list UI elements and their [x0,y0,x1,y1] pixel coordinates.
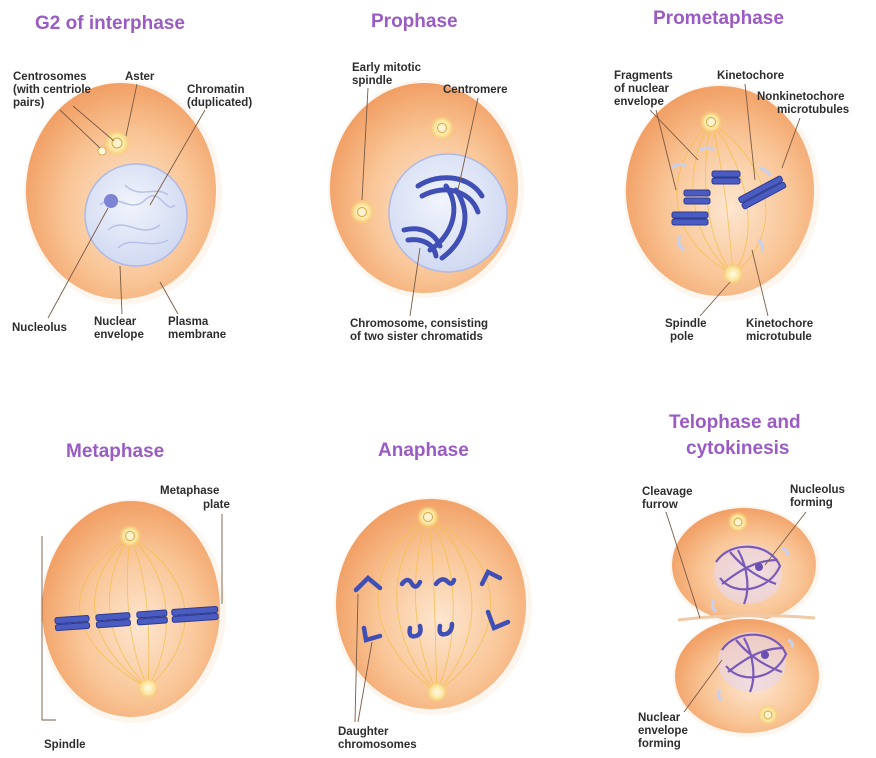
metaphase-cell [40,499,226,723]
nucleolus [755,563,763,571]
centrosome-centriole [734,518,742,526]
reforming-nucleus-lower [718,632,786,692]
label-cleavage-furrow: furrow [642,499,678,511]
label-nonkinetochore: microtubules [777,104,849,116]
label-spindle: Spindle [44,739,86,751]
chromosome [672,219,708,225]
prophase-title: Prophase [371,11,458,32]
panel-g2: G2 of interphase Centrosomes (with centr… [12,13,252,341]
label-chromatin: (duplicated) [187,97,252,109]
panel-anaphase: Anaphase [334,440,532,751]
label-nuclear-envelope-forming: envelope [638,725,688,737]
centrosome-centriole [424,513,433,522]
reforming-nucleus-upper [714,544,782,604]
label-nucleolus-forming: Nucleolus [790,484,845,496]
anaphase-title: Anaphase [378,440,469,461]
label-nucleolus: Nucleolus [12,322,67,334]
panel-prophase: Prophase Early mitotic spindle Centromer… [328,11,524,343]
label-chromatin: Chromatin [187,84,245,96]
label-kinetochore-mt: Kinetochore [746,318,813,330]
label-kinetochore-mt: microtubule [746,331,812,343]
cytoplasm [336,499,526,709]
label-early-spindle: Early mitotic [352,62,422,74]
label-nucleolus-forming: forming [790,497,833,509]
label-metaphase-plate: Metaphase [160,485,219,497]
label-centrosomes: Centrosomes [13,71,87,83]
label-centrosomes: (with centriole [13,84,91,96]
label-spindle-pole: pole [670,331,694,343]
prometaphase-title: Prometaphase [653,8,784,29]
label-metaphase-plate: plate [203,499,230,511]
label-cleavage-furrow: Cleavage [642,486,693,498]
centrosome-centriole [764,711,772,719]
spindle-pole [426,681,448,703]
label-daughter-chromosomes: Daughter [338,726,389,738]
nucleolus [104,194,118,208]
chromosome [712,171,740,177]
label-centromere: Centromere [443,84,508,96]
label-plasma-membrane: Plasma [168,316,209,328]
prophase-cell [328,80,524,298]
centrosome-centriole [707,118,716,127]
panel-metaphase: Metaphase [40,441,230,751]
chromosome [684,198,710,204]
spindle-pole [722,263,744,285]
label-fragments: envelope [614,96,664,108]
chromosome [712,178,740,184]
label-fragments: of nuclear [614,83,669,95]
spindle-pole [137,677,159,699]
panel-prometaphase: Prometaphase [614,8,849,343]
chromosome [672,212,708,218]
label-nuclear-envelope-forming: forming [638,738,681,750]
metaphase-title: Metaphase [66,441,164,462]
label-aster: Aster [125,71,155,83]
telophase-cells [670,506,823,737]
centriole-pair [112,138,122,148]
label-plasma-membrane: membrane [168,329,226,341]
telophase-title: Telophase and [669,412,801,433]
label-fragments: Fragments [614,70,673,82]
label-nuclear-envelope: envelope [94,329,144,341]
label-centrosomes: pairs) [13,97,44,109]
centrosome-centriole [126,532,135,541]
label-daughter-chromosomes: chromosomes [338,739,417,751]
anaphase-cell [334,497,532,715]
centrosome-centriole [438,124,447,133]
panel-telophase: Telophase and cytokinesis [638,412,845,750]
prometaphase-cell [624,84,820,302]
label-kinetochore: Kinetochore [717,70,784,82]
label-spindle-pole: Spindle [665,318,707,330]
centriole-pair [98,147,106,155]
g2-title: G2 of interphase [35,13,185,34]
g2-cell [24,81,222,305]
nucleus [85,164,187,266]
nucleolus [761,651,769,659]
centrosome-centriole [358,208,367,217]
chromosome [684,190,710,196]
label-nuclear-envelope: Nuclear [94,316,137,328]
label-nonkinetochore: Nonkinetochore [757,91,845,103]
label-chromosome: Chromosome, consisting [350,318,488,330]
label-early-spindle: spindle [352,75,392,87]
telophase-title: cytokinesis [686,438,790,459]
label-nuclear-envelope-forming: Nuclear [638,712,681,724]
label-chromosome: of two sister chromatids [350,331,483,343]
